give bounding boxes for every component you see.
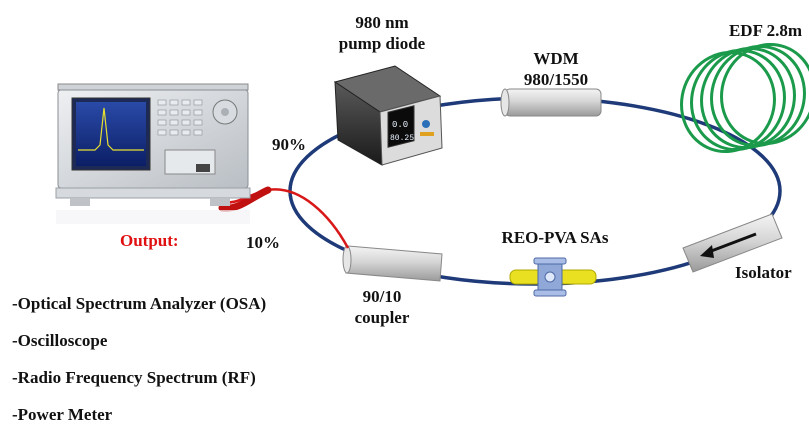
coupler-label-line2: coupler xyxy=(355,308,410,327)
ten-percent-label: 10% xyxy=(246,233,280,252)
ninety-percent-label: 90% xyxy=(272,135,306,154)
osa-instrument xyxy=(55,83,251,224)
wdm-label-line2: 980/1550 xyxy=(524,70,588,89)
wdm-label-line1: WDM xyxy=(533,49,578,68)
sa-label: REO-PVA SAs xyxy=(502,228,609,247)
instrument-power-meter: -Power Meter xyxy=(12,405,113,424)
coupler-component xyxy=(342,245,443,282)
isolator-component xyxy=(682,213,783,273)
output-label: Output: xyxy=(120,231,179,250)
pump-diode: 0.0 80.25 xyxy=(333,65,443,166)
pump-display-line2: 80.25 xyxy=(390,134,414,143)
wdm-component xyxy=(500,88,602,117)
output-cable-connector xyxy=(218,186,272,212)
pump-display-line1: 0.0 xyxy=(392,120,408,130)
isolator-arrow-icon xyxy=(700,245,714,258)
saturable-absorber-connector xyxy=(509,257,597,297)
pump-label-line1: 980 nm xyxy=(355,13,408,32)
edf-coil xyxy=(680,42,809,154)
pump-label-line2: pump diode xyxy=(339,34,426,53)
coupler-label-line1: 90/10 xyxy=(363,287,402,306)
instrument-oscilloscope: -Oscilloscope xyxy=(12,331,108,350)
instrument-osa: -Optical Spectrum Analyzer (OSA) xyxy=(12,294,267,313)
edf-label: EDF 2.8m xyxy=(729,21,802,40)
isolator-label: Isolator xyxy=(735,263,792,282)
osa-screen xyxy=(76,102,146,166)
instrument-rf: -Radio Frequency Spectrum (RF) xyxy=(12,368,256,387)
output-instrument-list: -Optical Spectrum Analyzer (OSA) -Oscill… xyxy=(12,285,266,433)
